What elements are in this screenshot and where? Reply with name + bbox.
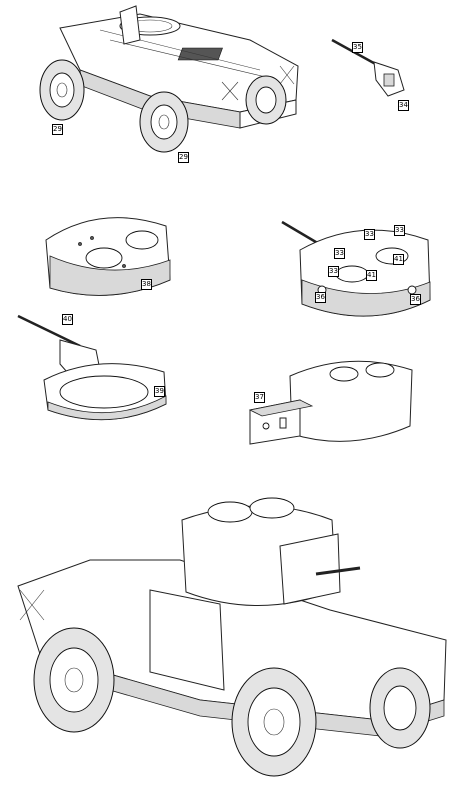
wheel-front-top xyxy=(139,91,189,153)
callout-41-a: 41 xyxy=(366,270,377,281)
wheel-front-left xyxy=(33,627,115,733)
hull-assembly-top xyxy=(39,5,299,153)
turret-base-38 xyxy=(45,217,171,296)
callout-33-a: 33 xyxy=(364,229,375,240)
vehicle-assembled xyxy=(17,497,447,777)
wheel-rear-right xyxy=(369,667,431,749)
callout-39: 39 xyxy=(154,386,165,397)
wheel-right-top xyxy=(245,75,287,125)
turret-assembly-37 xyxy=(248,360,413,445)
callout-34: 34 xyxy=(398,100,409,111)
x-markings xyxy=(221,65,295,101)
gun-mount-39 xyxy=(17,314,167,421)
callout-41-b: 41 xyxy=(393,254,404,265)
callout-33-c: 33 xyxy=(334,248,345,259)
callout-36-a: 36 xyxy=(315,292,326,303)
callout-33-b: 33 xyxy=(394,225,405,236)
callout-37: 37 xyxy=(254,392,265,403)
turret-assembly-right xyxy=(281,220,431,317)
callout-29-front: 29 xyxy=(178,152,189,163)
callout-38: 38 xyxy=(141,279,152,290)
callout-29-left: 29 xyxy=(52,124,63,135)
callout-35: 35 xyxy=(352,42,363,53)
wheel-left-top xyxy=(39,59,85,121)
gun-part-34 xyxy=(331,38,405,97)
callout-36-b: 36 xyxy=(410,294,421,305)
callout-40: 40 xyxy=(62,314,73,325)
wheel-front-right xyxy=(231,667,317,777)
callout-33-d: 33 xyxy=(328,266,339,277)
